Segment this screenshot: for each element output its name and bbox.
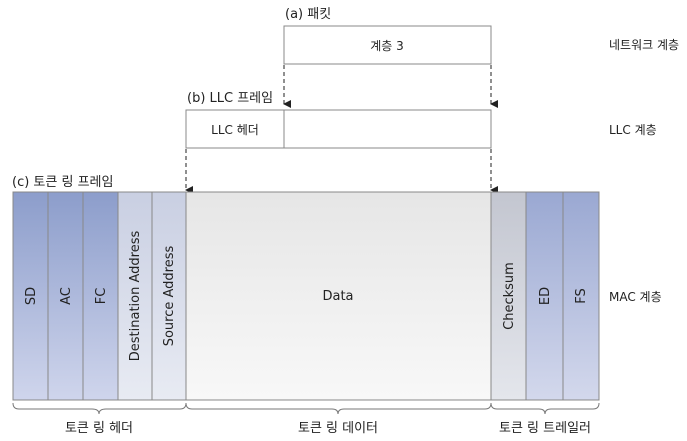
token-ring-frame: SD AC FC Destination Address Source Addr… [12, 191, 600, 401]
field-fc-label: FC [94, 288, 109, 305]
field-ac-label: AC [59, 287, 74, 305]
brace-trailer [490, 402, 600, 415]
field-ed [525, 191, 564, 401]
field-checksum-label: Checksum [502, 262, 517, 330]
field-fs [562, 191, 600, 401]
field-sd-label: SD [24, 287, 39, 305]
field-destination-address-label: Destination Address [128, 231, 143, 362]
field-fs-label: FS [574, 288, 589, 304]
brace-header [12, 402, 187, 415]
layer-mac-label: MAC 계층 [609, 290, 662, 304]
field-destination-address [117, 191, 153, 401]
llc-frame-label: (b) LLC 프레임 [187, 91, 273, 106]
layer3-text: 계층 3 [370, 39, 404, 53]
field-checksum [490, 191, 527, 401]
brace-trailer-label: 토큰 링 트레일러 [499, 421, 591, 436]
field-source-address-label: Source Address [162, 246, 177, 347]
token-ring-frame-label: (c) 토큰 링 프레임 [12, 175, 113, 190]
brace-header-label: 토큰 링 헤더 [65, 421, 133, 436]
field-data [185, 191, 492, 401]
llc-frame-box [185, 109, 492, 149]
brace-data-label: 토큰 링 데이터 [298, 421, 378, 436]
field-data-label: Data [322, 289, 353, 304]
packet-label: (a) 패킷 [285, 7, 331, 22]
field-ed-label: ED [538, 287, 553, 305]
layer-network-label: 네트워크 계층 [609, 38, 679, 52]
field-sd [12, 191, 49, 401]
layer3-box [283, 25, 492, 65]
llc-header-text: LLC 헤더 [211, 123, 259, 137]
brace-data [185, 402, 492, 415]
layer-llc-label: LLC 계층 [609, 123, 657, 137]
